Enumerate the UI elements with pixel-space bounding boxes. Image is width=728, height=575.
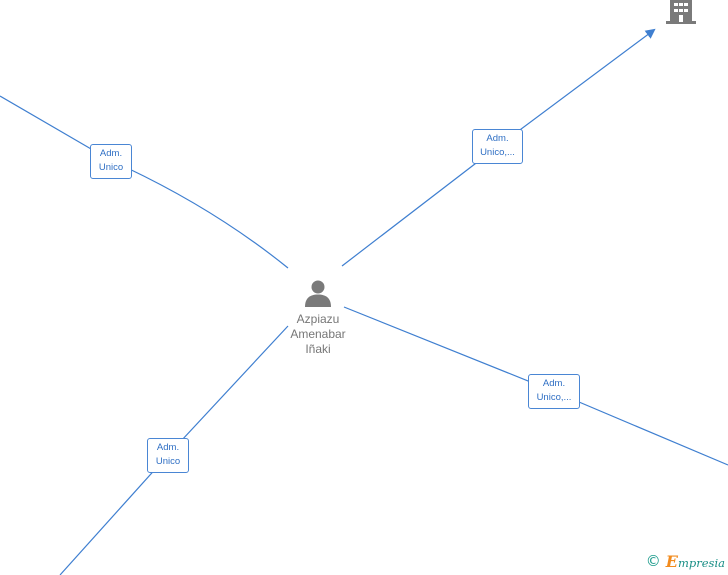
person-name: Azpiazu Amenabar Iñaki [276, 312, 360, 357]
relation-role-line-1: Adm. [486, 133, 509, 144]
relation-role-line-1: Adm. [156, 442, 180, 453]
person-name-line-1: Azpiazu [296, 312, 340, 326]
building-icon [666, 0, 696, 24]
relation-role-line-2: Unico,... [536, 392, 572, 403]
relation-label-upper-right[interactable]: Adm. Unico,... [472, 129, 523, 164]
person-icon [305, 280, 331, 307]
company-node[interactable] [666, 0, 696, 24]
relation-label-lower-right[interactable]: Adm. Unico,... [528, 374, 580, 409]
relation-role-line-1: Adm. [542, 378, 566, 389]
brand-initial: E [665, 552, 678, 571]
brand-rest: mpresia [677, 556, 725, 570]
person-name-line-2: Amenabar [290, 327, 346, 341]
footer-brand: © E mpresia [646, 552, 725, 571]
edge-upper-left [0, 95, 289, 269]
relation-label-lower-left[interactable]: Adm. Unico [147, 438, 189, 473]
relation-role-line-1: Adm. [99, 148, 123, 159]
empresia-logo[interactable]: E mpresia [666, 552, 725, 571]
person-node[interactable]: Azpiazu Amenabar Iñaki [276, 278, 360, 357]
relation-label-upper-left[interactable]: Adm. Unico [90, 144, 132, 179]
person-name-line-3: Iñaki [305, 342, 331, 356]
relation-role-line-2: Unico,... [480, 147, 515, 158]
relation-role-line-2: Unico [155, 456, 181, 467]
relation-role-line-2: Unico [98, 162, 124, 173]
copyright-symbol: © [645, 552, 661, 570]
